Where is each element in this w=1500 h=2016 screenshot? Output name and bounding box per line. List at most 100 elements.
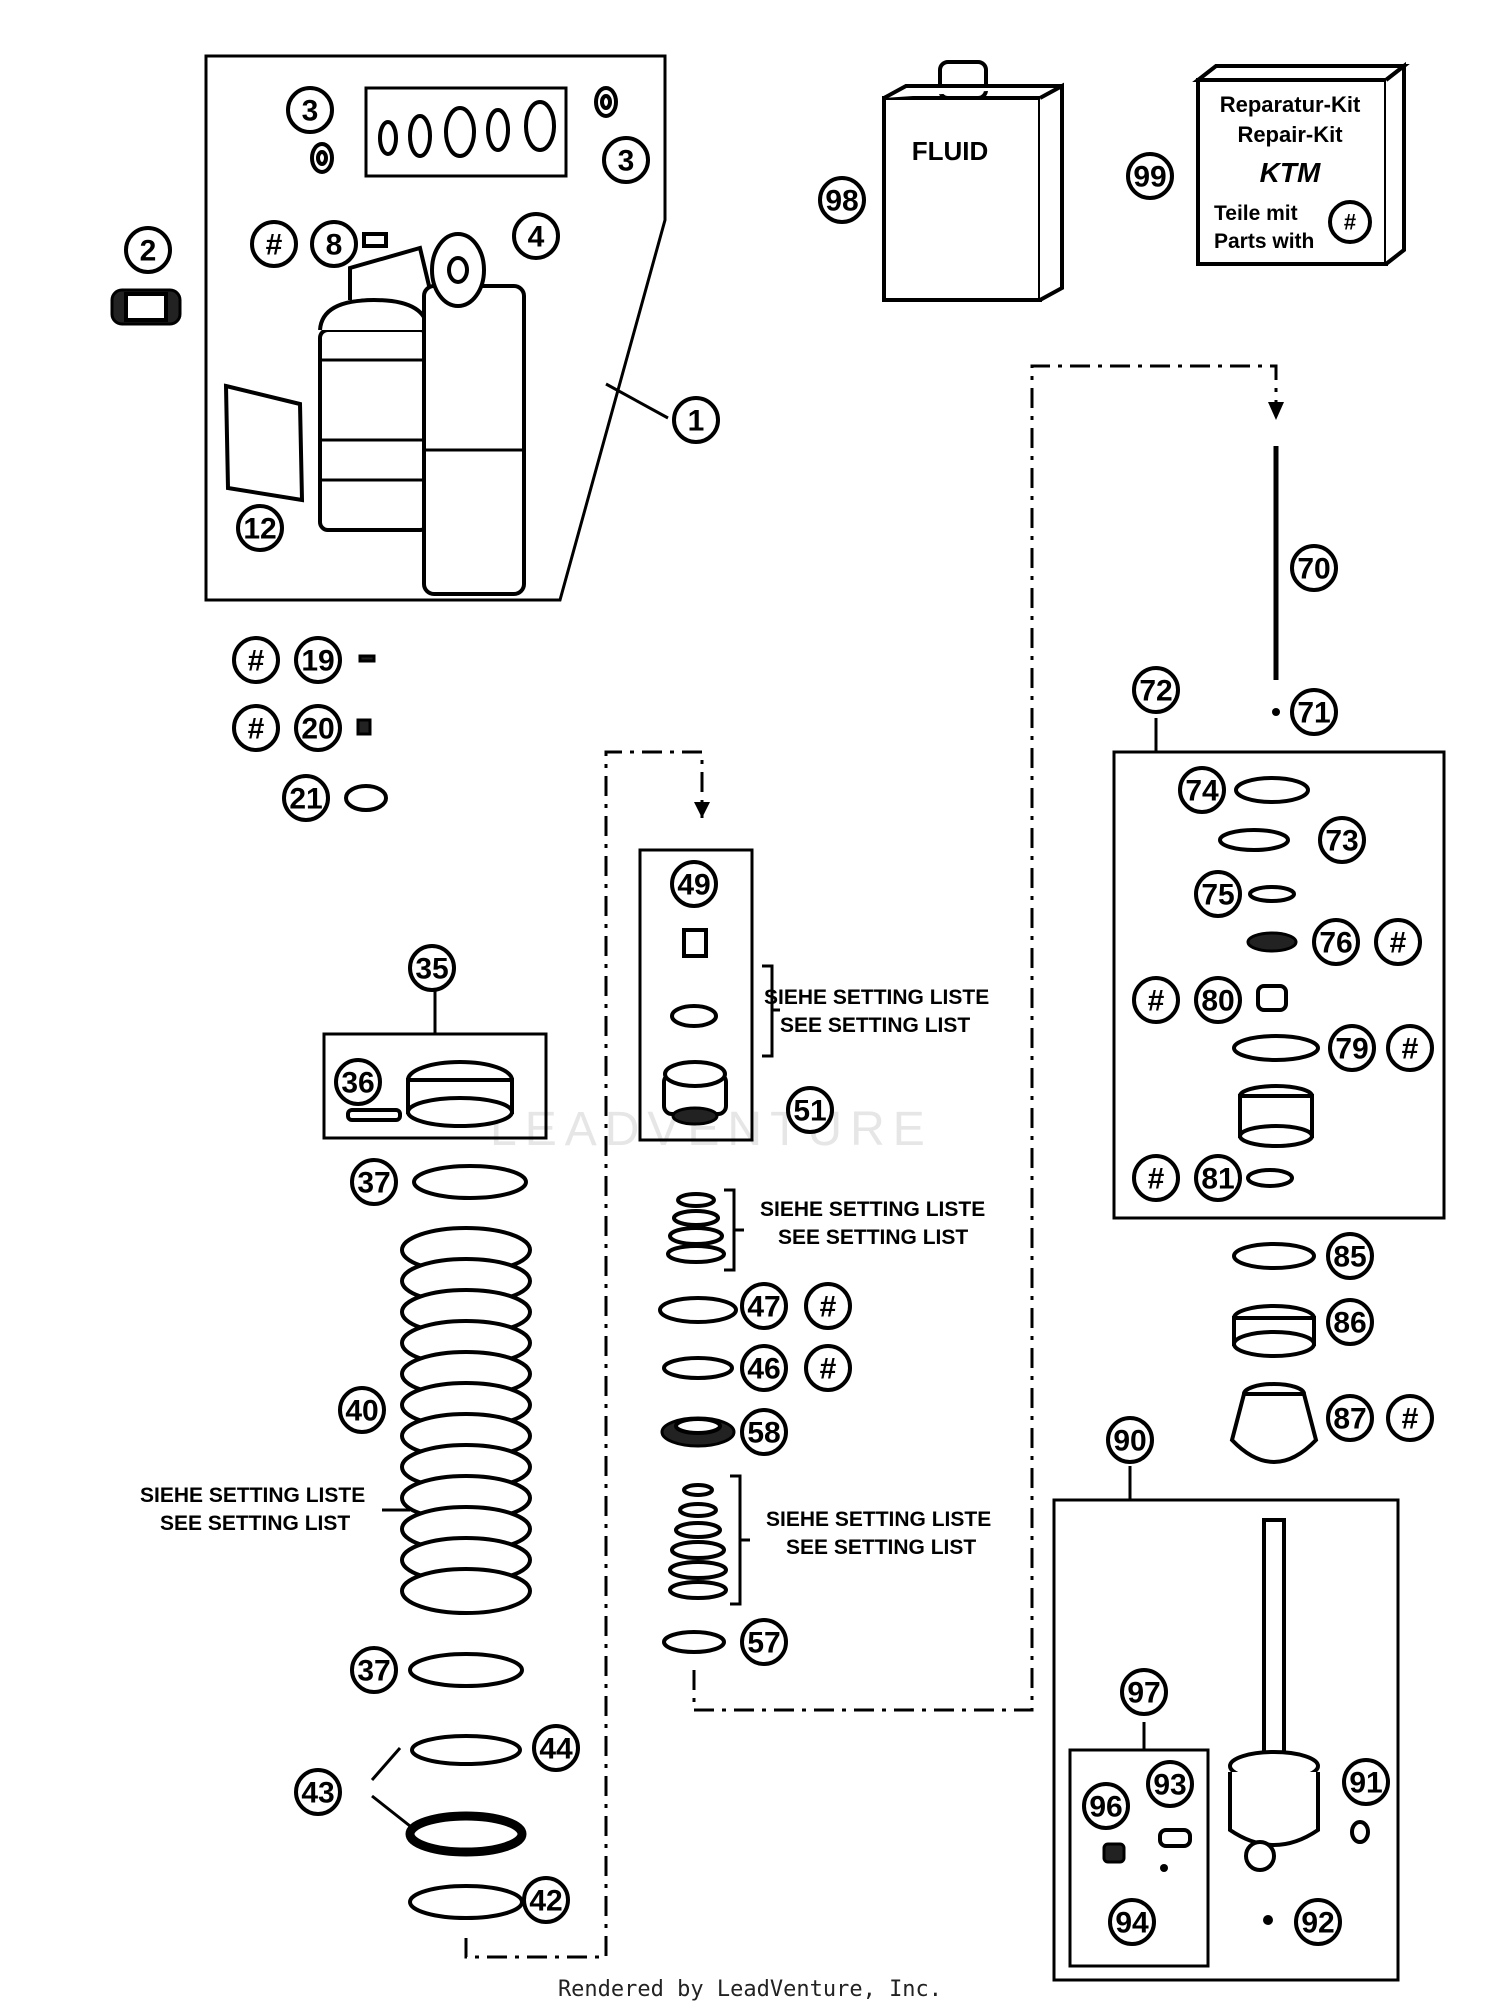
callout-label: 12 [243,513,276,546]
ring-part-81 [1246,1168,1294,1188]
part-19-shape [358,654,376,663]
ball-part-94 [1160,1864,1168,1872]
callout-85: 85 [1326,1232,1374,1280]
callout-label: 94 [1115,1907,1149,1940]
ring-part-37-bottom [408,1652,524,1688]
setting-note-de-1: SIEHE SETTING LISTE [764,986,989,1009]
setting-note-en-2: SEE SETTING LIST [778,1226,968,1249]
part-20-shape [356,718,372,736]
nut-part-3-right [594,86,618,118]
arrow-down-70 [1268,402,1284,420]
seal-head [1238,1084,1314,1148]
callout-label: 19 [301,645,334,678]
bushing-part-80 [1256,984,1288,1012]
callout-label: 20 [301,713,334,746]
repair-kit-marker: # [250,220,298,268]
piston-rod [1228,1518,1320,1872]
shock-absorber-assembly-group [204,54,669,602]
repair-kit-line-3: Teile mit [1214,202,1298,225]
callout-8: 8 [310,220,358,268]
callout-92: 92 [1294,1898,1342,1946]
bracket-setting-3 [730,1474,742,1606]
callout-label: 35 [415,953,448,986]
valve-box-part-72 [1112,750,1446,1220]
ring-part-75 [1248,885,1296,903]
nut-part-91 [1350,1820,1370,1844]
ball-part-92 [1263,1915,1273,1925]
callout-label: 74 [1185,775,1219,808]
callout-label: 90 [1113,1425,1146,1458]
shim-stack-setting-3 [668,1483,728,1600]
assembly-outline [204,54,667,602]
callout-label: 87 [1333,1403,1366,1436]
adjuster-ring-part-35 [406,1060,514,1128]
dashed-path-right [692,364,1278,1712]
repair-kit-mark: # [1344,210,1356,235]
repair-kit-box-part-99: Reparatur-Kit Repair-Kit KTM Teile mit P… [1192,61,1410,266]
callout-97: 97 [1120,1668,1168,1716]
seal-rings-part-4 [378,100,556,158]
damper-body [422,232,526,596]
callout-3: 3 [602,136,650,184]
piston-part-51 [662,1060,728,1126]
rod-box-part-90 [1052,1498,1400,1982]
callout-94: 94 [1108,1898,1156,1946]
callout-label: 98 [825,185,858,218]
setting-note-de-4: SIEHE SETTING LISTE [140,1484,365,1507]
callout-79: 79 [1328,1024,1376,1072]
callout-label: 3 [618,145,635,178]
callout-49: 49 [670,860,718,908]
callout-label: 49 [677,869,710,902]
arrow-down-49 [694,802,710,818]
callout-label: 76 [1319,927,1352,960]
callout-label: 47 [747,1291,780,1324]
callout-44: 44 [532,1724,580,1772]
callout-label: 4 [528,221,545,254]
repair-kit-marker: # [1374,918,1422,966]
callout-86: 86 [1326,1298,1374,1346]
callout-75: 75 [1194,870,1242,918]
callout-label: 37 [357,1167,390,1200]
callout-72: 72 [1132,666,1180,714]
callout-label: 57 [747,1627,780,1660]
callout-label: 96 [1089,1791,1122,1824]
callout-label: 58 [747,1417,780,1450]
callout-label: 8 [326,229,343,262]
ring-part-37-top [412,1164,528,1200]
callout-label: 73 [1325,825,1358,858]
disc-part-73 [1218,828,1290,852]
ring-part-43 [405,1811,527,1857]
callout-40: 40 [338,1386,386,1434]
bracket-setting-1 [762,964,774,1058]
callout-74: 74 [1178,766,1226,814]
callout-label: # [248,713,265,746]
callout-label: # [1402,1033,1419,1066]
callout-1: 1 [672,396,720,444]
callout-label: 97 [1127,1677,1160,1710]
callout-12: 12 [236,504,284,552]
callout-label: 21 [289,783,322,816]
valve-box-part-97 [1068,1748,1210,1968]
callout-37: 37 [350,1646,398,1694]
valve-part-93 [1158,1828,1192,1848]
callout-label: # [1148,1163,1165,1196]
setting-note-de-3: SIEHE SETTING LISTE [766,1508,991,1531]
callout-label: 42 [529,1885,562,1918]
disc-setting-1 [670,1004,718,1028]
callout-label: 92 [1301,1907,1334,1940]
seal-kit-box [364,86,568,178]
washer-part-58 [660,1416,736,1448]
callout-42: 42 [522,1876,570,1924]
callout-2: 2 [124,226,172,274]
repair-kit-marker: # [804,1344,852,1392]
callout-label: # [1390,927,1407,960]
callout-19: 19 [294,636,342,684]
callout-4: 4 [512,212,560,260]
callout-96: 96 [1082,1782,1130,1830]
setting-note-de-2: SIEHE SETTING LISTE [760,1198,985,1221]
leader-43-b [371,1794,411,1828]
callout-43: 43 [294,1768,342,1816]
footer-credit: Rendered by LeadVenture, Inc. [557,1977,943,2002]
callout-label: 85 [1333,1241,1366,1274]
